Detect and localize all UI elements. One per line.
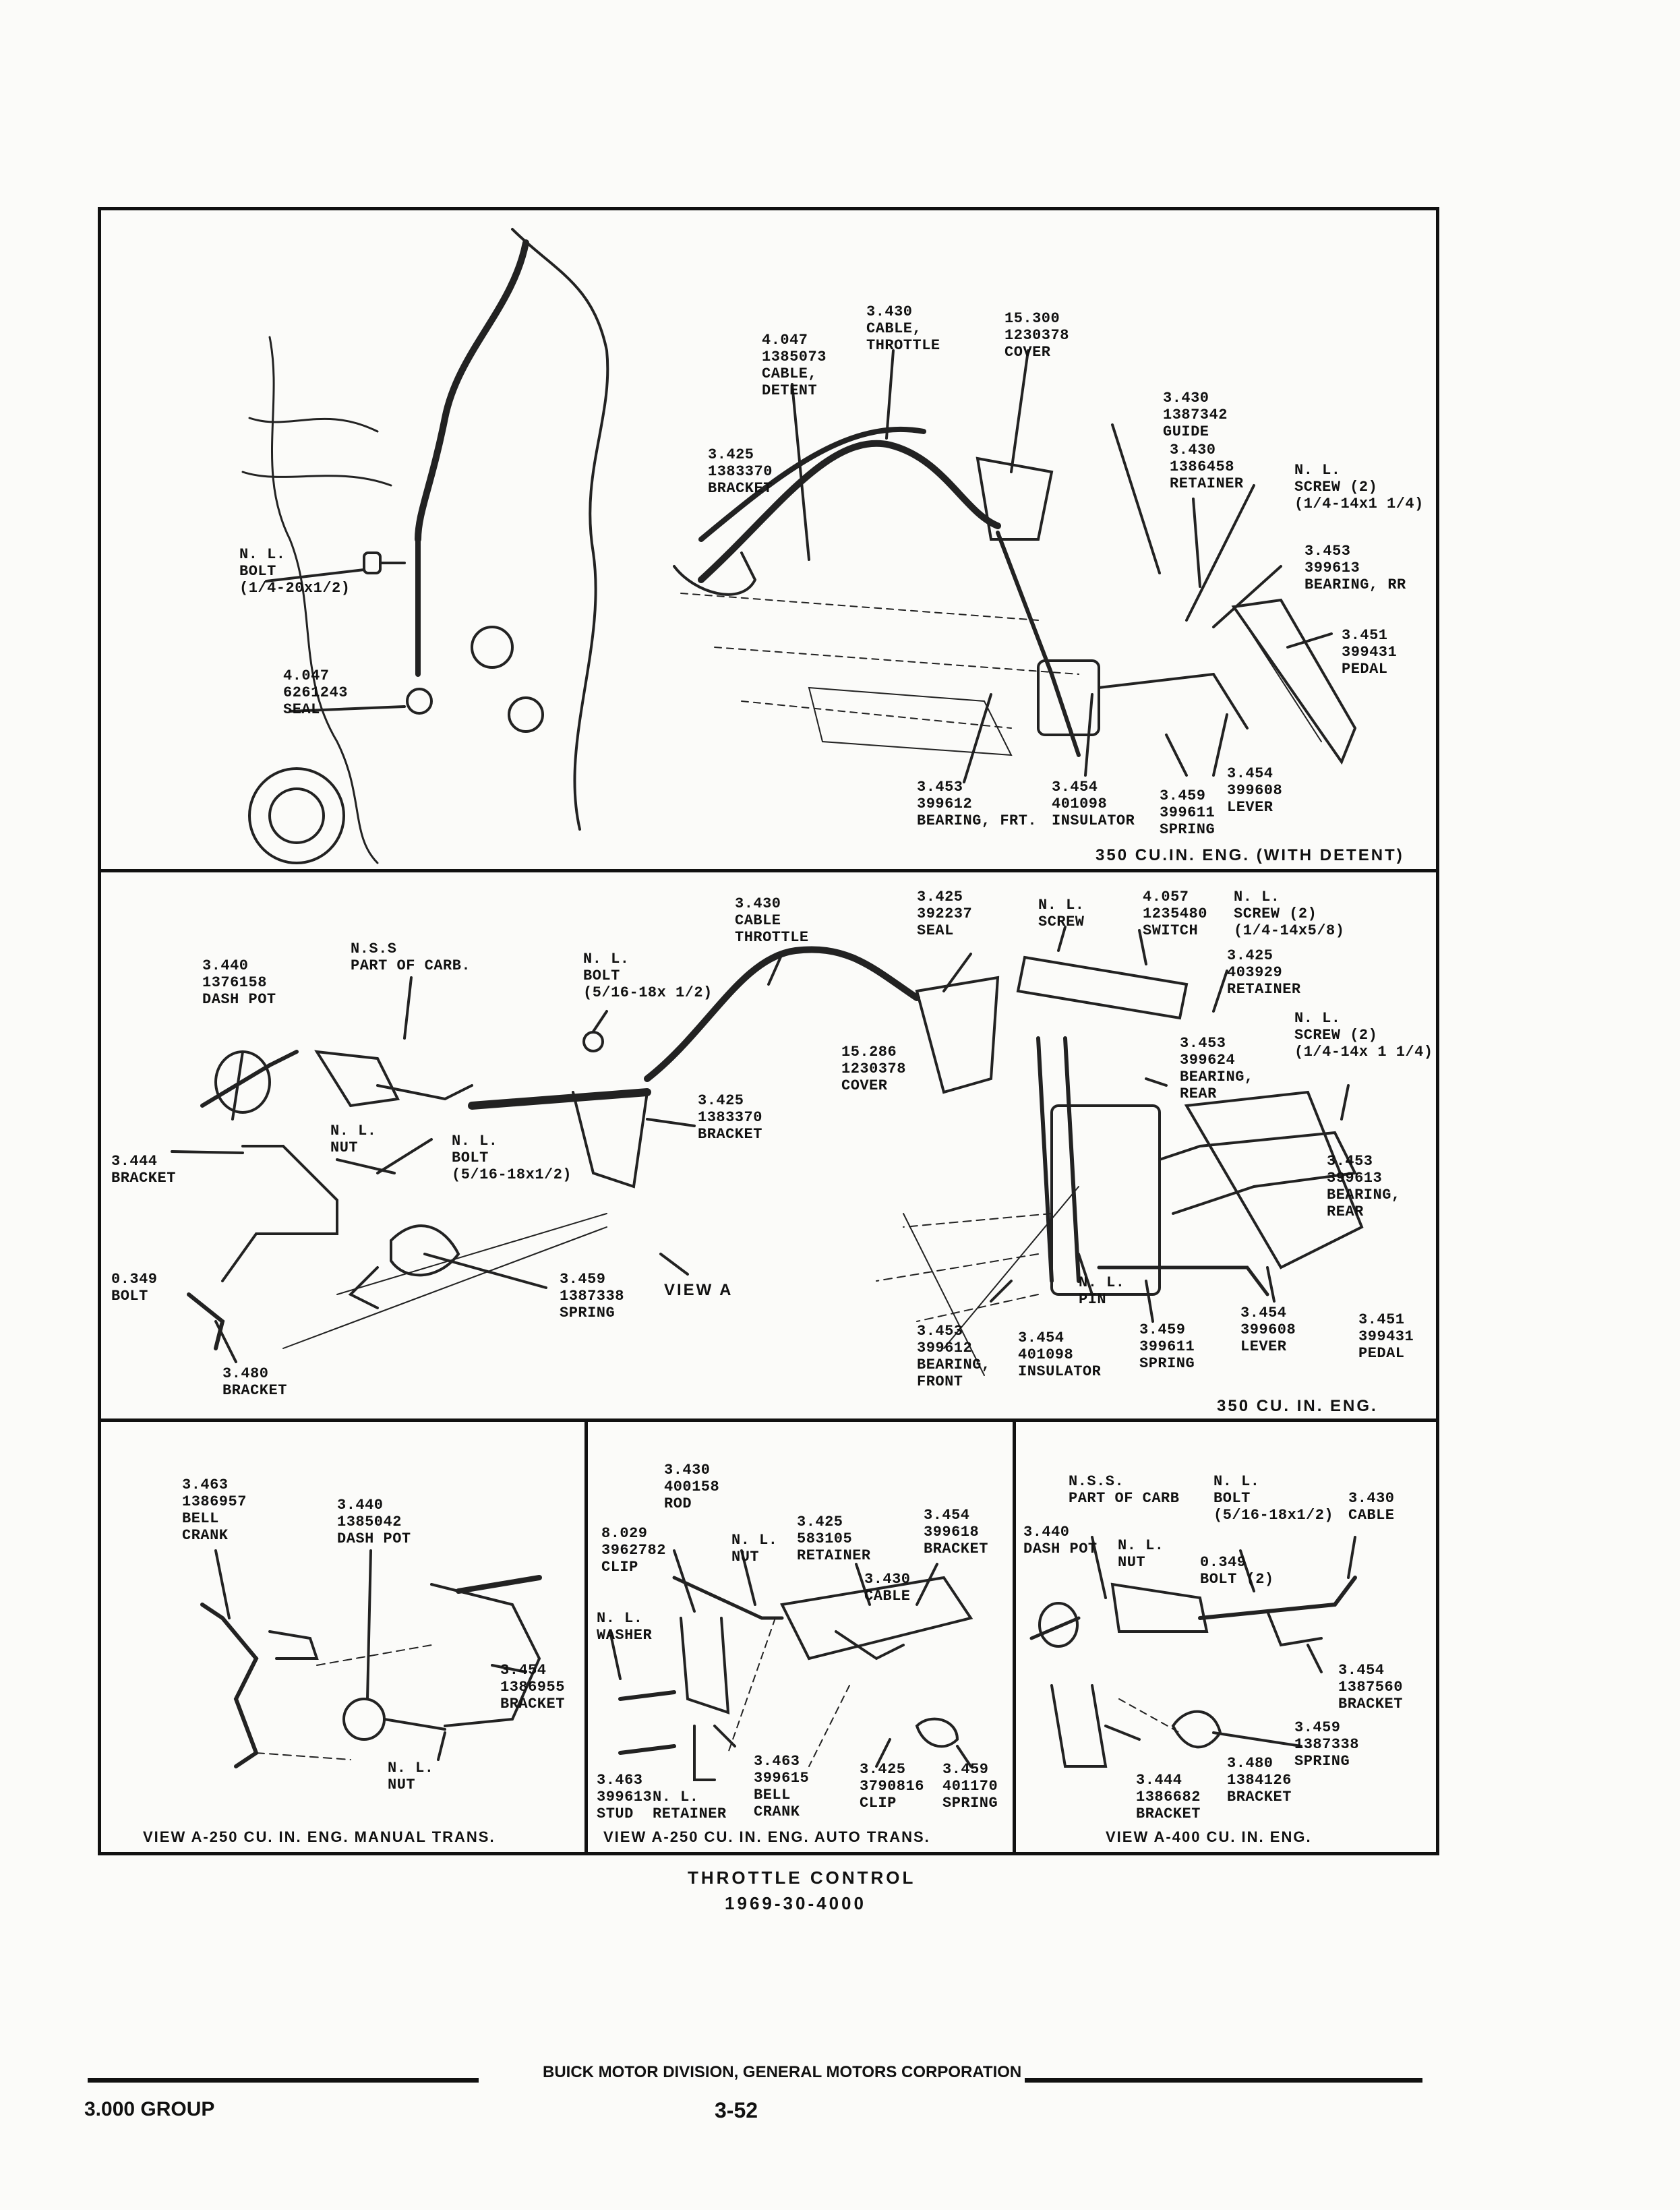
label-spring: 3.459 399611 SPRING	[1160, 787, 1216, 838]
label-screw: N. L. SCREW	[1038, 897, 1085, 930]
label-clip: 8.029 3962782 CLIP	[601, 1525, 666, 1576]
label-bracket-3: 3.444 1386682 BRACKET	[1136, 1772, 1201, 1822]
caption-top: 350 CU.IN. ENG. (WITH DETENT)	[1096, 846, 1404, 864]
footer-publisher: BUICK MOTOR DIVISION, GENERAL MOTORS COR…	[543, 2063, 1022, 2081]
label-seal: 3.425 392237 SEAL	[917, 889, 973, 939]
label-bearing-frt: 3.453 399612 BEARING, FRT.	[917, 779, 1038, 829]
label-nut: N. L. NUT	[1118, 1537, 1164, 1571]
label-bolt-left: 0.349 BOLT	[111, 1271, 158, 1305]
label-pedal: 3.451 399431 PEDAL	[1342, 627, 1398, 678]
label-bolt-top: N. L. BOLT (5/16-18x 1/2)	[583, 951, 713, 1001]
label-lever: 3.454 399608 LEVER	[1240, 1305, 1296, 1355]
footer-group: 3.000 GROUP	[84, 2098, 215, 2120]
label-spring: 3.459 1387338 SPRING	[560, 1271, 624, 1321]
label-nut: N. L. NUT	[731, 1532, 778, 1565]
label-detent-cable: 4.047 1385073 CABLE, DETENT	[762, 332, 827, 399]
label-bearing-rr: 3.453 399613 BEARING, RR	[1304, 543, 1406, 593]
label-insulator: 3.454 401098 INSULATOR	[1052, 779, 1135, 829]
caption-bottom-right: VIEW A-400 CU. IN. ENG.	[1106, 1828, 1312, 1845]
label-spring-2: 3.459 399611 SPRING	[1139, 1321, 1195, 1372]
caption-bottom-middle: VIEW A-250 CU. IN. ENG. AUTO TRANS.	[603, 1828, 930, 1845]
label-rod: 3.430 400158 ROD	[664, 1462, 720, 1512]
label-pin: N. L. PIN	[1079, 1274, 1125, 1308]
label-nut: N. L. NUT	[330, 1123, 377, 1156]
label-bearing-rear-2: 3.453 399613 BEARING, REAR	[1327, 1153, 1401, 1220]
label-bracket-2: 3.480 1384126 BRACKET	[1227, 1755, 1292, 1805]
label-bracket: 3.454 399618 BRACKET	[924, 1507, 988, 1557]
footer-rule-left	[88, 2078, 479, 2083]
label-cable-throttle: 3.430 CABLE THROTTLE	[735, 895, 809, 946]
footer-page-number: 3-52	[715, 2098, 758, 2122]
label-clip-2: 3.425 3790816 CLIP	[860, 1761, 924, 1812]
label-nut: N. L. NUT	[388, 1760, 434, 1793]
view-a-marker: VIEW A	[664, 1281, 733, 1299]
label-pedal: 3.451 399431 PEDAL	[1358, 1311, 1414, 1362]
divider-bottom-left	[584, 1418, 588, 1855]
label-retainer-2: N. L. RETAINER	[653, 1789, 727, 1822]
label-retainer: 3.425 583105 RETAINER	[797, 1514, 871, 1564]
label-bolt-2: 0.349 BOLT (2)	[1200, 1554, 1274, 1588]
label-seal: 4.047 6261243 SEAL	[283, 667, 348, 718]
figure-number: 1969-30-4000	[725, 1893, 866, 1913]
label-cable: 3.430 CABLE	[1348, 1490, 1395, 1524]
diagram-frame	[98, 207, 1439, 1855]
label-spring: 3.459 1387338 SPRING	[1294, 1719, 1359, 1770]
label-spring: 3.459 401170 SPRING	[942, 1761, 998, 1812]
label-bolt-mid: N. L. BOLT (5/16-18x1/2)	[452, 1133, 572, 1183]
label-screw-3: N. L. SCREW (2) (1/4-14x 1 1/4)	[1294, 1010, 1433, 1061]
label-stud: 3.463 399613 STUD	[597, 1772, 653, 1822]
label-bolt: N. L. BOLT (1/4-20x1/2)	[239, 546, 351, 597]
label-bracket-mid: 3.425 1383370 BRACKET	[698, 1092, 762, 1143]
label-dash-pot: 3.440 1376158 DASH POT	[202, 957, 276, 1008]
label-bracket: 3.425 1383370 BRACKET	[708, 446, 773, 497]
footer-rule-right	[1025, 2078, 1422, 2083]
label-cover: 15.286 1230378 COVER	[841, 1044, 906, 1094]
label-bearing-front: 3.453 399612 BEARING, FRONT	[917, 1323, 991, 1390]
label-screw: N. L. SCREW (2) (1/4-14x1 1/4)	[1294, 462, 1424, 512]
label-guide: 3.430 1387342 GUIDE	[1163, 390, 1228, 440]
label-bracket: 3.454 1386955 BRACKET	[500, 1662, 565, 1712]
label-bearing-rear: 3.453 399624 BEARING, REAR	[1180, 1035, 1254, 1102]
label-cover: 15.300 1230378 COVER	[1004, 310, 1069, 361]
label-throttle-cable: 3.430 CABLE, THROTTLE	[866, 303, 940, 354]
label-retainer: 3.425 403929 RETAINER	[1227, 947, 1301, 998]
label-bell-crank: 3.463 399615 BELL CRANK	[754, 1753, 810, 1820]
label-screw-2: N. L. SCREW (2) (1/4-14x5/8)	[1234, 889, 1345, 939]
label-retainer: 3.430 1386458 RETAINER	[1170, 442, 1244, 492]
label-bolt: N. L. BOLT (5/16-18x1/2)	[1213, 1473, 1334, 1524]
figure-title: THROTTLE CONTROL	[688, 1868, 916, 1888]
label-washer: N. L. WASHER	[597, 1610, 653, 1644]
divider-mid	[98, 1418, 1439, 1422]
caption-mid: 350 CU. IN. ENG.	[1217, 1397, 1378, 1415]
caption-bottom-left: VIEW A-250 CU. IN. ENG. MANUAL TRANS.	[143, 1828, 496, 1845]
label-bracket-left: 3.444 BRACKET	[111, 1153, 176, 1187]
label-bracket: 3.454 1387560 BRACKET	[1338, 1662, 1403, 1712]
label-part-of-carb: N.S.S PART OF CARB.	[351, 940, 471, 974]
label-cable: 3.430 CABLE	[864, 1571, 911, 1605]
label-dash-pot: 3.440 DASH POT	[1023, 1524, 1098, 1557]
label-lever: 3.454 399608 LEVER	[1227, 765, 1283, 816]
label-insulator: 3.454 401098 INSULATOR	[1018, 1330, 1102, 1380]
label-switch: 4.057 1235480 SWITCH	[1143, 889, 1207, 939]
divider-top	[98, 869, 1439, 872]
divider-bottom-right	[1013, 1418, 1016, 1855]
label-part-of-carb: N.S.S. PART OF CARB	[1069, 1473, 1180, 1507]
label-dash-pot: 3.440 1385042 DASH POT	[337, 1497, 411, 1547]
label-bell-crank: 3.463 1386957 BELL CRANK	[182, 1476, 247, 1544]
label-bracket-bottom: 3.480 BRACKET	[222, 1365, 287, 1399]
